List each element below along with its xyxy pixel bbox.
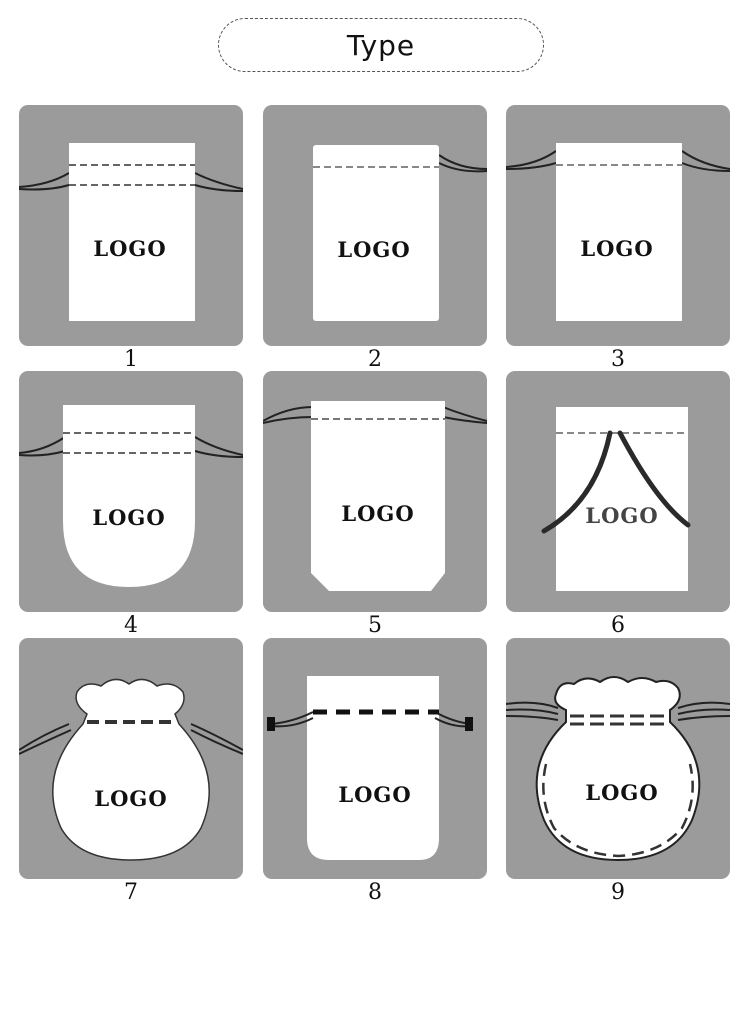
bag-number: 2 (368, 347, 382, 372)
bag-panel: LOGO (506, 638, 730, 879)
bag-panel: LOGO (263, 105, 487, 346)
bag-number: 3 (611, 347, 625, 372)
bag-type-1[interactable]: LOGO 1 (19, 105, 243, 372)
bag-panel: LOGO (19, 371, 243, 612)
bag-type-9[interactable]: LOGO 9 (506, 638, 730, 905)
bag-type-7[interactable]: LOGO 7 (19, 638, 243, 905)
bag-number: 8 (368, 880, 382, 905)
bag-type-8[interactable]: LOGO 8 (263, 638, 487, 905)
bag-type-4[interactable]: LOGO 4 (19, 371, 243, 638)
bag-panel: LOGO (19, 638, 243, 879)
bag-drawing: LOGO (267, 676, 473, 860)
bag-drawing: LOGO (313, 145, 487, 321)
logo-text: LOGO (337, 237, 410, 262)
bag-drawing: LOGO (541, 407, 691, 591)
bag-drawing: LOGO (19, 678, 243, 861)
logo-text: LOGO (585, 503, 658, 528)
logo-text: LOGO (93, 236, 166, 261)
bag-number: 5 (368, 613, 382, 638)
bag-type-5[interactable]: LOGO 5 (263, 371, 487, 638)
bag-panel: LOGO (506, 371, 730, 612)
bag-panel: LOGO (263, 638, 487, 879)
bag-number: 7 (124, 880, 138, 905)
bag-number: 9 (611, 880, 625, 905)
logo-text: LOGO (94, 786, 167, 811)
bag-number: 1 (124, 347, 138, 372)
bag-number: 6 (611, 613, 625, 638)
bag-drawing: LOGO (19, 143, 243, 321)
bag-number: 4 (124, 613, 138, 638)
type-title-pill: Type (218, 18, 544, 72)
logo-text: LOGO (338, 782, 411, 807)
page-title: Type (346, 28, 416, 62)
bag-panel: LOGO (19, 105, 243, 346)
logo-text: LOGO (92, 505, 165, 530)
bag-panel: LOGO (506, 105, 730, 346)
bag-drawing: LOGO (506, 143, 730, 321)
bag-drawing: LOGO (506, 676, 730, 862)
bag-panel: LOGO (263, 371, 487, 612)
bag-type-3[interactable]: LOGO 3 (506, 105, 730, 372)
logo-text: LOGO (580, 236, 653, 261)
bag-drawing: LOGO (263, 401, 487, 591)
bag-drawing: LOGO (19, 405, 243, 587)
logo-text: LOGO (341, 501, 414, 526)
logo-text: LOGO (585, 780, 658, 805)
bag-type-6[interactable]: LOGO 6 (506, 371, 730, 638)
bag-type-2[interactable]: LOGO 2 (263, 105, 487, 372)
